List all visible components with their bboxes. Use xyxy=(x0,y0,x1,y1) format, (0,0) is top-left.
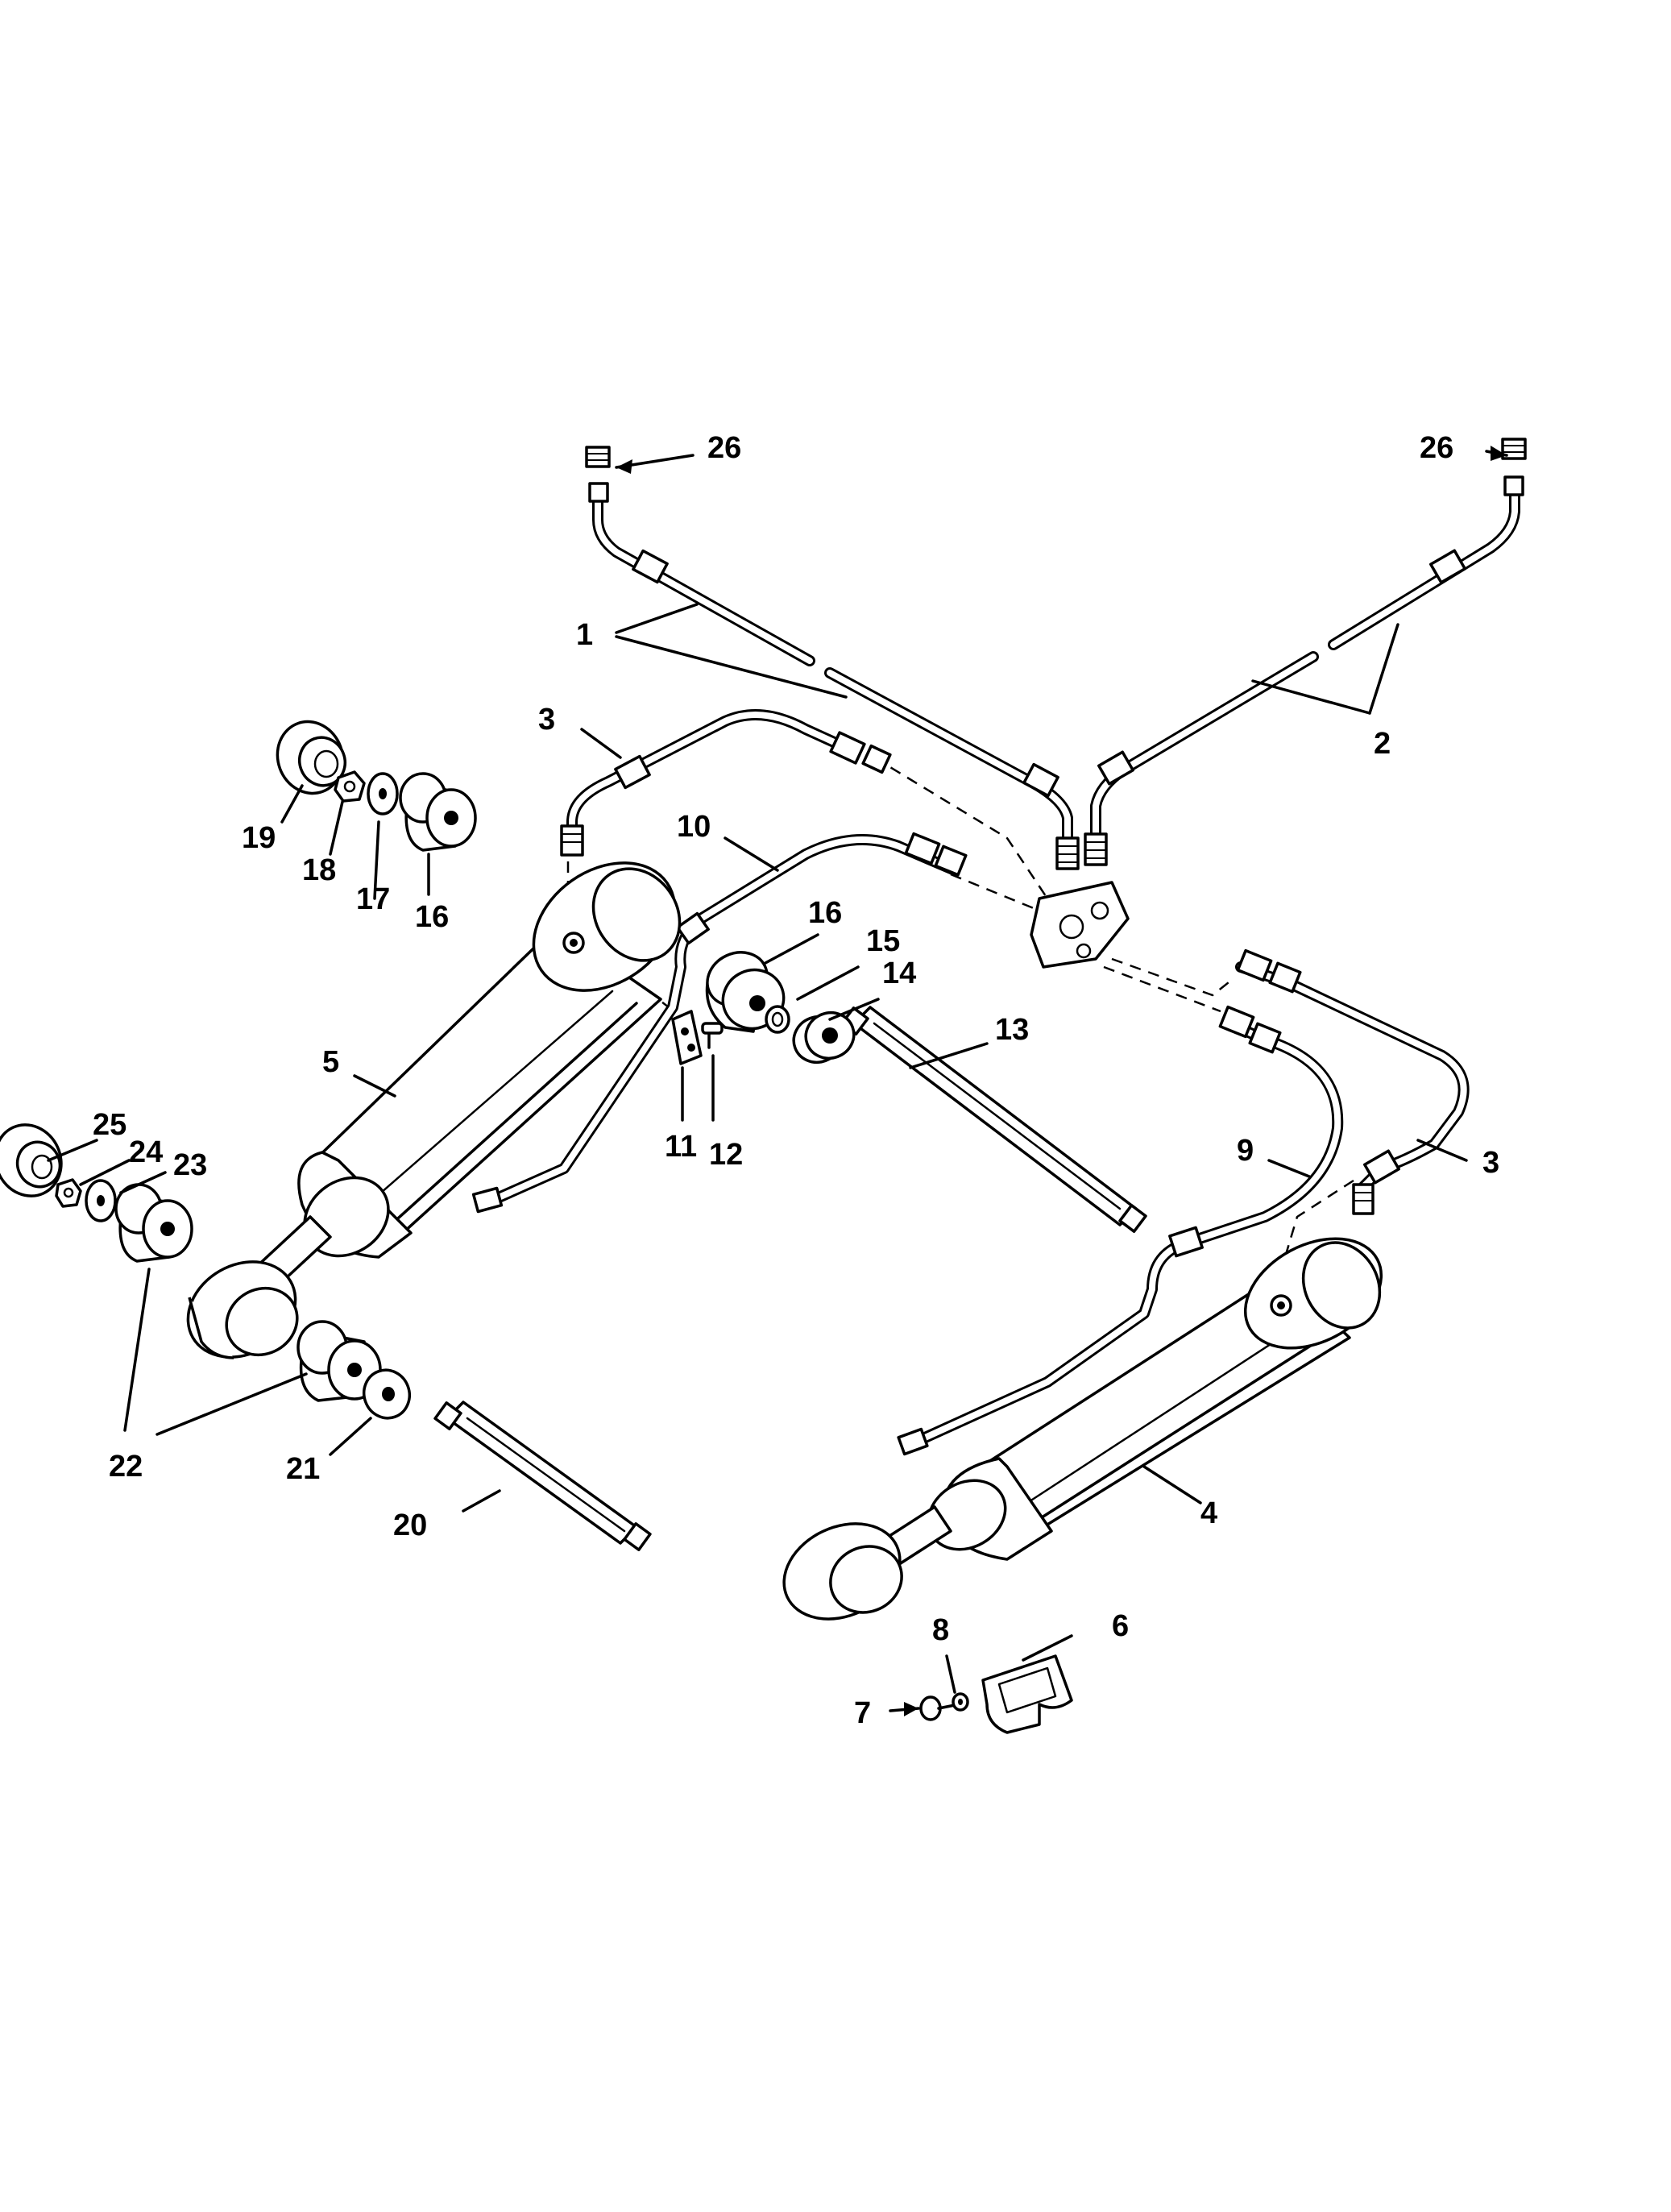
callout-15: 15 xyxy=(866,924,900,958)
nut-cap-19 xyxy=(276,720,346,795)
nut-cap-25 xyxy=(0,1123,63,1197)
fitting-26-left xyxy=(585,446,611,503)
callout-23: 23 xyxy=(173,1148,207,1182)
callout-26-left: 26 xyxy=(707,431,741,465)
bushing-22-left xyxy=(114,1183,193,1263)
bracket-11 xyxy=(671,1010,703,1065)
callout-20: 20 xyxy=(393,1509,427,1542)
callout-9: 9 xyxy=(1237,1134,1254,1168)
hydraulic-line-3-right xyxy=(1235,948,1470,1215)
locknut-24 xyxy=(55,1178,82,1208)
callout-6: 6 xyxy=(1112,1609,1129,1643)
trim-cylinder-5 xyxy=(186,861,682,1359)
screw-7 xyxy=(919,1695,956,1721)
washer-17 xyxy=(367,772,399,815)
callout-3-right: 3 xyxy=(1482,1146,1499,1180)
retaining-ring-15 xyxy=(765,1005,790,1034)
callout-16-left: 16 xyxy=(415,900,449,934)
washer-23 xyxy=(85,1179,117,1222)
callout-13: 13 xyxy=(995,1013,1029,1047)
callout-11: 11 xyxy=(665,1130,697,1164)
bushing-16-left xyxy=(399,772,477,852)
hydraulic-line-2 xyxy=(1084,486,1520,866)
callout-26-right: 26 xyxy=(1420,431,1453,465)
callout-10: 10 xyxy=(677,810,711,844)
trim-cylinder-4 xyxy=(782,1237,1383,1621)
locknut-18 xyxy=(334,770,366,803)
callout-19: 19 xyxy=(242,821,276,855)
callout-18: 18 xyxy=(302,853,336,887)
callout-4: 4 xyxy=(1200,1496,1217,1530)
callout-8: 8 xyxy=(932,1613,949,1647)
callout-17: 17 xyxy=(356,882,390,916)
bushing-16-center xyxy=(705,951,786,1033)
hydraulic-line-10 xyxy=(471,832,968,1214)
callout-21: 21 xyxy=(286,1452,320,1486)
callout-5: 5 xyxy=(322,1045,339,1079)
pivot-pin-20 xyxy=(433,1401,652,1551)
hydraulic-line-9 xyxy=(897,1005,1344,1456)
callout-3-left: 3 xyxy=(538,703,555,737)
callout-24: 24 xyxy=(129,1135,163,1169)
leader-arrowheads xyxy=(616,446,1507,1716)
callout-7: 7 xyxy=(854,1696,871,1730)
assembly-guide-lines xyxy=(566,756,1354,1258)
callout-22: 22 xyxy=(109,1450,143,1484)
anode-clip-6 xyxy=(981,1654,1073,1734)
washer-14 xyxy=(792,1011,856,1064)
callout-14: 14 xyxy=(882,957,916,990)
washer-8 xyxy=(952,1692,969,1712)
hydraulic-line-3-left xyxy=(560,709,892,857)
hydraulic-line-1 xyxy=(592,490,1080,870)
callout-12: 12 xyxy=(709,1138,743,1172)
manifold-block xyxy=(1030,881,1130,969)
callout-16-center: 16 xyxy=(808,896,842,930)
pivot-pin-13 xyxy=(840,1006,1147,1233)
screw-12 xyxy=(701,1022,724,1049)
washer-21 xyxy=(363,1368,411,1420)
callout-1: 1 xyxy=(576,618,593,652)
callout-labels: 26 26 1 2 3 3 4 5 6 7 8 9 10 11 12 13 14… xyxy=(93,431,1499,1730)
fitting-26-right xyxy=(1501,438,1527,496)
callout-2: 2 xyxy=(1374,727,1391,761)
callout-25: 25 xyxy=(93,1108,126,1142)
